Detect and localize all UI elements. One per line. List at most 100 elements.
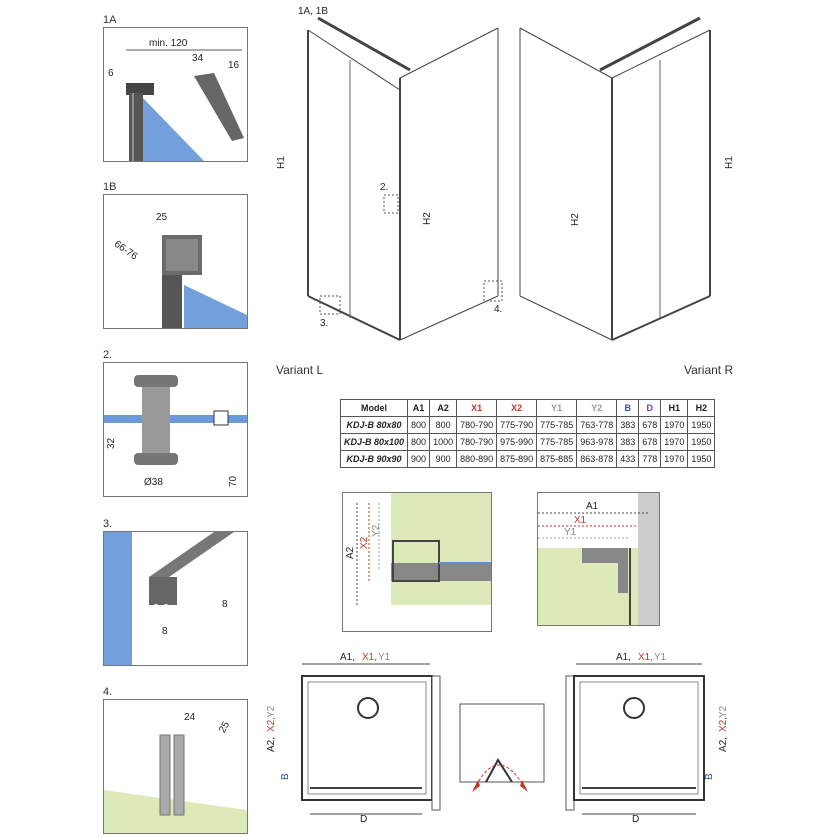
dim-dia-38: Ø38 bbox=[144, 477, 163, 488]
cell: 900 bbox=[407, 450, 431, 468]
enclosure-left-drawing: 1A, 1B H1 H2 2. 3. 4. bbox=[276, 6, 503, 341]
enclosure-view-left: 1A, 1B H1 H2 2. 3. 4. bbox=[270, 0, 510, 350]
cell: 383 bbox=[616, 433, 640, 451]
sec-y1: Y1 bbox=[564, 527, 577, 538]
cell: 1950 bbox=[687, 416, 716, 434]
th-y1: Y1 bbox=[536, 399, 578, 417]
plan-l-a2: A2, bbox=[266, 737, 277, 752]
cell: 1950 bbox=[687, 433, 716, 451]
cell: 775-785 bbox=[536, 433, 578, 451]
cell: 1950 bbox=[687, 450, 716, 468]
callout-2: 2. bbox=[380, 182, 388, 193]
callout-1a-1b: 1A, 1B bbox=[298, 6, 328, 17]
sec-x1: X1 bbox=[574, 515, 587, 526]
dim-min-120: min. 120 bbox=[149, 38, 188, 49]
th-d: D bbox=[638, 399, 662, 417]
cell: 975-990 bbox=[496, 433, 538, 451]
dim-70: 70 bbox=[228, 475, 239, 487]
plan-view-right: A1, X1, Y1 A2, X2, Y2 B D bbox=[556, 648, 746, 830]
plan-left-drawing: A1, X1, Y1 A2, X2, Y2 B D bbox=[266, 652, 441, 825]
plan-l-x1: X1, bbox=[362, 652, 377, 663]
plan-r-b: B bbox=[704, 773, 715, 780]
th-x2: X2 bbox=[496, 399, 538, 417]
door-swing-diagram bbox=[456, 700, 548, 800]
section-right-drawing: A1 X1 Y1 bbox=[538, 493, 659, 625]
plan-right-drawing: A1, X1, Y1 A2, X2, Y2 B D bbox=[565, 652, 729, 825]
detail-1a: min. 120 34 16 6 bbox=[103, 27, 248, 162]
sec-a2: A2 bbox=[345, 546, 356, 559]
cell: 880-890 bbox=[456, 450, 498, 468]
cell: 1970 bbox=[660, 416, 689, 434]
enclosure-right-drawing: H2 H1 bbox=[519, 16, 735, 341]
th-model: Model bbox=[339, 399, 409, 417]
cell: KDJ-B 80x100 bbox=[339, 433, 409, 451]
cell: 863-878 bbox=[576, 450, 618, 468]
sec-x2: X2 bbox=[359, 536, 370, 549]
sec-a1: A1 bbox=[586, 501, 599, 512]
cell: 775-785 bbox=[536, 416, 578, 434]
dim-24: 24 bbox=[184, 712, 196, 723]
dim-h2-right: H2 bbox=[570, 213, 581, 226]
plan-view-left: A1, X1, Y1 A2, X2, Y2 B D bbox=[262, 648, 452, 830]
detail-1b-label: 1B bbox=[103, 181, 117, 193]
cell: 678 bbox=[638, 416, 662, 434]
detail-2-drawing: 32 70 Ø38 bbox=[104, 375, 247, 488]
detail-4-drawing: 24 25 bbox=[104, 712, 247, 833]
dim-6: 6 bbox=[108, 68, 114, 79]
th-h2: H2 bbox=[687, 399, 716, 417]
detail-4-label: 4. bbox=[103, 686, 113, 698]
table-row: KDJ-B 90x90 900 900 880-890 875-890 875-… bbox=[339, 450, 716, 468]
table-row: KDJ-B 80x100 800 1000 780-790 975-990 77… bbox=[339, 433, 716, 451]
th-b: B bbox=[616, 399, 640, 417]
plan-l-y2: Y2 bbox=[266, 705, 277, 718]
dim-66-76: 66-76 bbox=[112, 239, 140, 263]
plan-r-a1: A1, bbox=[616, 652, 631, 663]
dim-34: 34 bbox=[192, 53, 204, 64]
plan-l-y1: Y1 bbox=[378, 652, 391, 663]
plan-l-x2: X2, bbox=[266, 717, 277, 732]
detail-3: 8 8 bbox=[103, 531, 248, 666]
detail-3-label: 3. bbox=[103, 518, 113, 530]
cell: 780-790 bbox=[456, 433, 498, 451]
cell: 875-885 bbox=[536, 450, 578, 468]
cell: 800 bbox=[407, 416, 431, 434]
callout-3: 3. bbox=[320, 318, 328, 329]
th-h1: H1 bbox=[660, 399, 689, 417]
th-x1: X1 bbox=[456, 399, 498, 417]
variant-l-label: Variant L bbox=[276, 363, 324, 377]
dim-32: 32 bbox=[106, 437, 117, 449]
table-header-row: Model A1 A2 X1 X2 Y1 Y2 B D H1 H2 bbox=[339, 399, 716, 417]
table-row: KDJ-B 80x80 800 800 780-790 775-790 775-… bbox=[339, 416, 716, 434]
detail-1a-label: 1A bbox=[103, 14, 117, 26]
cell: KDJ-B 90x90 bbox=[339, 450, 409, 468]
cell: 678 bbox=[638, 433, 662, 451]
cell: 763-778 bbox=[576, 416, 618, 434]
cell: 963-978 bbox=[576, 433, 618, 451]
th-y2: Y2 bbox=[576, 399, 618, 417]
dim-25-d4: 25 bbox=[217, 719, 232, 735]
cell: 875-890 bbox=[496, 450, 538, 468]
th-a2: A2 bbox=[429, 399, 458, 417]
dim-8-horizontal: 8 bbox=[162, 626, 168, 637]
sec-y2: Y2 bbox=[371, 524, 382, 537]
section-left-drawing: A2 X2 Y2 bbox=[345, 493, 491, 605]
cell: KDJ-B 80x80 bbox=[339, 416, 409, 434]
dim-h1-right: H1 bbox=[724, 156, 735, 169]
plan-r-x2: X2, bbox=[718, 717, 729, 732]
plan-l-a1: A1, bbox=[340, 652, 355, 663]
detail-1b-drawing: 25 66-76 bbox=[112, 212, 247, 328]
cell: 900 bbox=[429, 450, 458, 468]
plan-l-d: D bbox=[360, 814, 367, 825]
section-detail-right: A1 X1 Y1 bbox=[537, 492, 660, 626]
cell: 780-790 bbox=[456, 416, 498, 434]
plan-r-y2: Y2 bbox=[718, 705, 729, 718]
detail-1b: 25 66-76 bbox=[103, 194, 248, 329]
cell: 775-790 bbox=[496, 416, 538, 434]
th-a1: A1 bbox=[407, 399, 431, 417]
cell: 778 bbox=[638, 450, 662, 468]
dim-8-vertical: 8 bbox=[222, 599, 228, 610]
cell: 383 bbox=[616, 416, 640, 434]
plan-l-b: B bbox=[280, 773, 291, 780]
plan-r-x1: X1, bbox=[638, 652, 653, 663]
cell: 1000 bbox=[429, 433, 458, 451]
